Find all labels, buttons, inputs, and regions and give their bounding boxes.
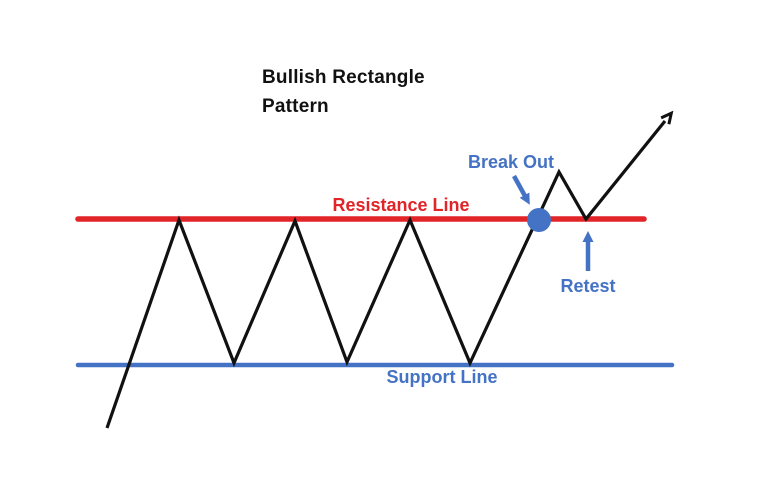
diagram-title: Bullish Rectangle Pattern <box>262 67 425 117</box>
breakout-arrow <box>512 174 530 205</box>
retest-label: Retest <box>560 276 615 296</box>
resistance-line-label: Resistance Line <box>332 195 469 215</box>
price-line <box>105 121 665 429</box>
breakout-label: Break Out <box>468 152 554 172</box>
support-line-label: Support Line <box>387 367 498 387</box>
breakout-point <box>527 208 551 232</box>
